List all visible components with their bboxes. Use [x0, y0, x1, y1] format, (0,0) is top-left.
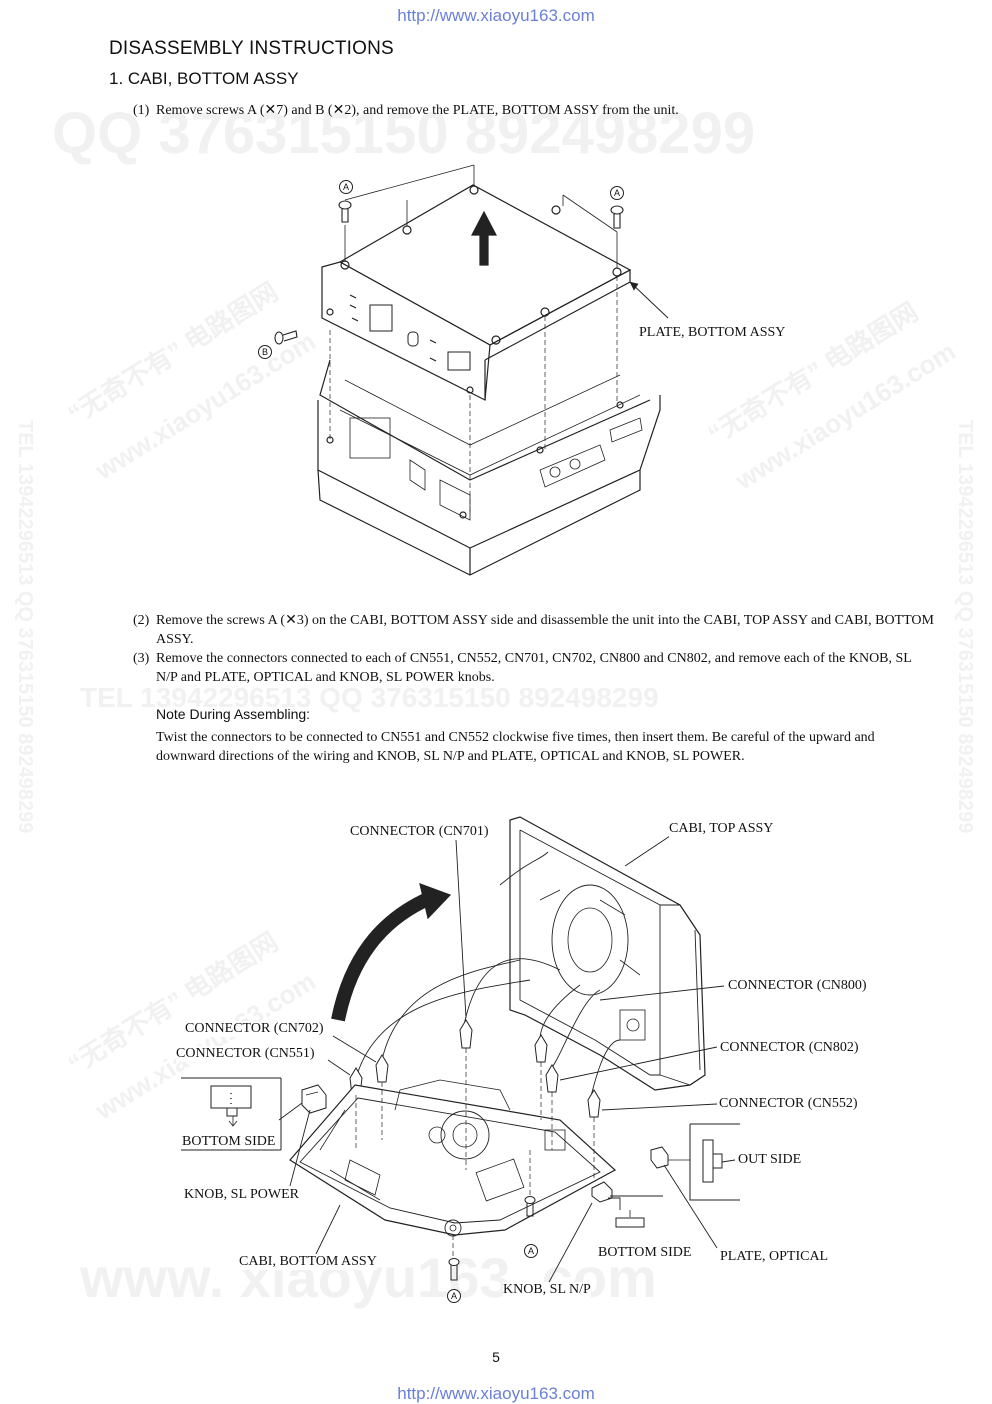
label-plate-bottom-assy: PLATE, BOTTOM ASSY: [639, 325, 786, 341]
label-bottom-side: BOTTOM SIDE: [182, 1134, 276, 1149]
screw-a-marker: A: [447, 1289, 461, 1303]
note-heading: Note During Assembling:: [156, 706, 311, 722]
label-cabi-top-assy: CABI, TOP ASSY: [669, 821, 774, 837]
label-bottom-side: BOTTOM SIDE: [598, 1245, 692, 1261]
section-title: 1. CABI, BOTTOM ASSY: [109, 69, 299, 88]
label-cabi-bottom-assy: CABI, BOTTOM ASSY: [239, 1254, 377, 1270]
label-connector-cn551: CONNECTOR (CN551): [176, 1046, 315, 1062]
page-number: 5: [492, 1349, 500, 1365]
cabi-assy-diagram: [181, 816, 740, 1285]
label-connector-cn702: CONNECTOR (CN702): [185, 1021, 324, 1037]
plate-bottom-assy-diagram: [274, 164, 669, 576]
step-number: (2): [133, 613, 150, 628]
label-connector-cn802: CONNECTOR (CN802): [720, 1040, 859, 1056]
footer-url[interactable]: http://www.xiaoyu163.com: [397, 1384, 595, 1403]
label-plate-optical: PLATE, OPTICAL: [720, 1249, 829, 1265]
step-text: Remove screws A (✕7) and B (✕2), and rem…: [156, 103, 679, 118]
header-url[interactable]: http://www.xiaoyu163.com: [397, 6, 595, 25]
screw-a-marker: A: [610, 186, 624, 200]
label-out-side: OUT SIDE: [738, 1152, 802, 1168]
label-connector-cn552: CONNECTOR (CN552): [719, 1096, 858, 1112]
watermark-qq: QQ 376315150 892498299: [52, 101, 756, 166]
page-title: DISASSEMBLY INSTRUCTIONS: [109, 38, 394, 59]
screw-b-marker: B: [258, 345, 272, 359]
step-number: (1): [133, 103, 150, 118]
label-connector-cn701: CONNECTOR (CN701): [350, 824, 489, 840]
step-text: Remove the connectors connected to each …: [156, 651, 912, 685]
label-knob-sl-power: KNOB, SL POWER: [184, 1187, 299, 1203]
note-text: Twist the connectors to be connected to …: [156, 730, 875, 764]
screw-a-marker: A: [524, 1244, 538, 1258]
label-knob-sl-np: KNOB, SL N/P: [503, 1282, 591, 1298]
watermark-tel: TEL 13942296513 QQ 376315150 892498299: [80, 682, 659, 713]
label-connector-cn800: CONNECTOR (CN800): [728, 978, 867, 994]
step-number: (3): [133, 651, 150, 666]
step-text: Remove the screws A (✕3) on the CABI, BO…: [156, 613, 934, 647]
screw-a-marker: A: [339, 180, 353, 194]
